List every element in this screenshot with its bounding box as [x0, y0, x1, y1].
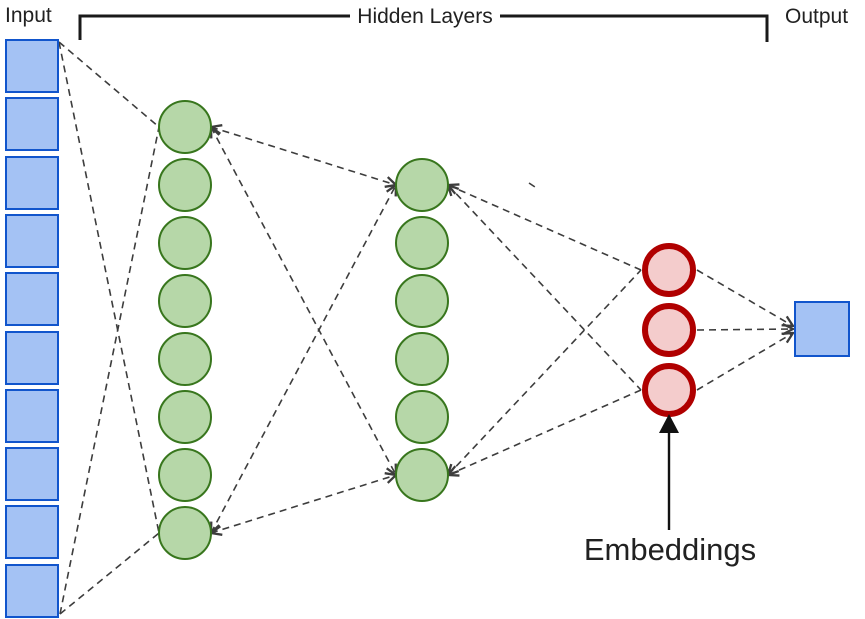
embeddings-arrow: [659, 414, 679, 530]
connector-line: [528, 182, 536, 188]
network-nodes: [5, 39, 850, 618]
connector-line: [59, 532, 160, 615]
connector-line: [58, 41, 160, 128]
hidden-layers-bracket: [78, 14, 769, 42]
hidden-layers-label: Hidden Layers: [357, 5, 492, 28]
connector-line: [448, 185, 642, 391]
embeddings-label: Embeddings: [584, 532, 756, 567]
bracket-right-segment: [500, 14, 769, 42]
output-node: [794, 301, 850, 357]
input-node: [5, 272, 59, 326]
input-node: [5, 214, 59, 268]
connector-line: [696, 333, 793, 391]
hidden-layer-1-node: [158, 100, 212, 154]
hidden-layer-1-node: [158, 274, 212, 328]
connector-line: [448, 269, 642, 475]
hidden-layer-2-node: [395, 216, 449, 270]
hidden-layer-2-node: [395, 274, 449, 328]
embedding-node: [642, 243, 696, 297]
input-node: [5, 505, 59, 559]
input-node: [5, 564, 59, 618]
input-node: [5, 39, 59, 93]
connector-line: [59, 126, 160, 615]
input-node: [5, 389, 59, 443]
input-node: [5, 447, 59, 501]
hidden-layer-1-node: [158, 158, 212, 212]
connector-line: [58, 41, 160, 534]
connector-line: [696, 269, 793, 326]
hidden-layer-1-node: [158, 332, 212, 386]
input-label: Input: [5, 4, 52, 27]
connector-line: [448, 185, 642, 271]
embedding-node: [642, 303, 696, 357]
bracket-left-segment: [78, 14, 350, 40]
connector-line: [211, 185, 396, 533]
output-label: Output: [785, 5, 848, 28]
connector-line: [211, 475, 396, 533]
connector-line: [211, 127, 396, 475]
hidden-layer-1-node: [158, 506, 212, 560]
input-node: [5, 331, 59, 385]
hidden-layer-2-node: [395, 332, 449, 386]
embeddings-arrowhead-icon: [659, 414, 679, 433]
hidden-layer-2-node: [395, 448, 449, 502]
hidden-layer-1-node: [158, 448, 212, 502]
connector-line: [448, 389, 642, 475]
input-node: [5, 97, 59, 151]
input-node: [5, 156, 59, 210]
connector-lines: [58, 41, 793, 615]
connector-line: [696, 329, 793, 330]
hidden-layer-2-node: [395, 390, 449, 444]
hidden-layer-1-node: [158, 216, 212, 270]
connector-line: [211, 127, 396, 185]
embedding-node: [642, 363, 696, 417]
hidden-layer-2-node: [395, 158, 449, 212]
hidden-layer-1-node: [158, 390, 212, 444]
